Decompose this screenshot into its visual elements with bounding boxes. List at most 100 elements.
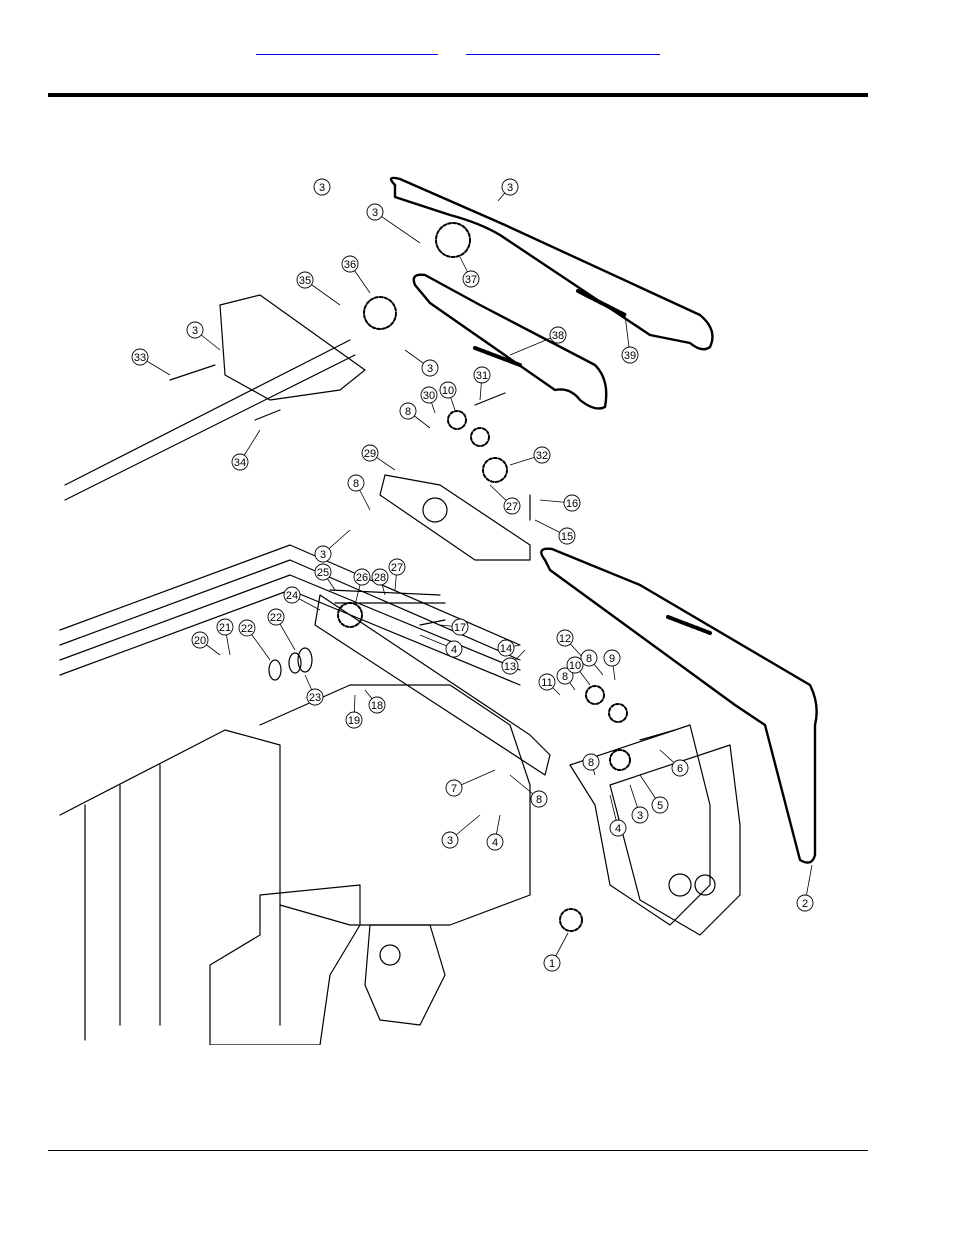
callout-39: 39 xyxy=(622,347,638,363)
upper-shaft xyxy=(65,340,355,500)
idler-sprocket-lower xyxy=(586,686,604,704)
callout-number: 5 xyxy=(657,800,663,812)
main-frame-left xyxy=(60,730,280,1040)
callout-13: 13 xyxy=(502,658,518,674)
hitch-hole-2 xyxy=(669,874,691,896)
callout-3-1: 3 xyxy=(422,360,438,376)
callout-2: 2 xyxy=(797,895,813,911)
callout-number: 33 xyxy=(134,352,146,364)
callout-number: 3 xyxy=(192,325,198,337)
callout-number: 31 xyxy=(476,370,488,382)
drive-chain-2 xyxy=(541,549,816,863)
callout-3-6: 3 xyxy=(632,807,648,823)
footer-rule xyxy=(48,1150,868,1151)
callout-8-1: 8 xyxy=(348,475,364,491)
callout-number: 26 xyxy=(356,572,368,584)
flange-bearing xyxy=(423,498,447,522)
callout-4-1: 4 xyxy=(487,834,503,850)
callout-number: 24 xyxy=(286,590,298,602)
callout-33: 33 xyxy=(132,349,148,365)
callout-14: 14 xyxy=(498,640,514,656)
callout-number: 3 xyxy=(319,182,325,194)
callout-number: 3 xyxy=(427,363,433,375)
sprocket-36 xyxy=(364,297,396,329)
callout-3-2: 3 xyxy=(502,179,518,195)
sprocket-1 xyxy=(560,909,582,931)
callout-number: 3 xyxy=(637,810,643,822)
callout-3-4: 3 xyxy=(367,204,383,220)
sprocket-5 xyxy=(610,750,630,770)
callout-number: 15 xyxy=(561,531,573,543)
callout-number: 4 xyxy=(451,644,457,656)
callout-9: 9 xyxy=(604,650,620,666)
callout-number: 32 xyxy=(536,450,548,462)
callout-number: 3 xyxy=(447,835,453,847)
callout-number: 27 xyxy=(506,501,518,513)
idler-sprocket-upper xyxy=(448,411,466,429)
callout-4: 4 xyxy=(446,641,462,657)
callout-number: 8 xyxy=(353,478,359,490)
callout-4-2: 4 xyxy=(610,820,626,836)
header-link-1[interactable] xyxy=(256,38,438,55)
chain-links-2 xyxy=(668,617,710,633)
callout-number: 23 xyxy=(309,692,321,704)
callout-28: 28 xyxy=(372,569,388,585)
callout-27-1: 27 xyxy=(504,498,520,514)
callout-12: 12 xyxy=(557,630,573,646)
callout-29: 29 xyxy=(362,445,378,461)
header-link-2[interactable] xyxy=(466,38,660,55)
callout-8-3: 8 xyxy=(583,754,599,770)
callout-number: 8 xyxy=(586,653,592,665)
short-shaft xyxy=(330,590,445,603)
callout-number: 6 xyxy=(677,763,683,775)
callout-number: 19 xyxy=(348,715,360,727)
callout-number: 35 xyxy=(299,275,311,287)
callout-number: 28 xyxy=(374,572,386,584)
callout-number: 20 xyxy=(194,635,206,647)
callout-22: 22 xyxy=(239,620,255,636)
callout-number: 10 xyxy=(442,385,454,397)
hitch-hole-1 xyxy=(380,945,400,965)
callout-number: 1 xyxy=(549,958,555,970)
callout-number: 17 xyxy=(454,622,466,634)
callout-7: 7 xyxy=(446,780,462,796)
callout-number: 36 xyxy=(344,259,356,271)
callout-number: 22 xyxy=(241,623,253,635)
callout-15: 15 xyxy=(559,528,575,544)
callout-number: 9 xyxy=(609,653,615,665)
callout-number: 11 xyxy=(541,677,552,689)
callout-number: 2 xyxy=(802,898,808,910)
callout-number: 29 xyxy=(364,448,376,460)
callout-5: 5 xyxy=(652,797,668,813)
callout-number: 30 xyxy=(423,390,435,402)
callout-11: 11 xyxy=(539,674,555,690)
callout-number: 21 xyxy=(219,622,231,634)
callout-35: 35 xyxy=(297,272,313,288)
bolt-33 xyxy=(170,365,215,380)
callout-number: 4 xyxy=(492,837,498,849)
callout-26: 26 xyxy=(354,569,370,585)
callout-22-1: 22 xyxy=(268,609,284,625)
callout-3-5: 3 xyxy=(442,832,458,848)
callout-number: 8 xyxy=(588,757,594,769)
header-rule xyxy=(48,93,868,97)
callout-number: 37 xyxy=(465,274,477,286)
callout-23: 23 xyxy=(307,689,323,705)
callout-number: 12 xyxy=(559,633,571,645)
callout-6: 6 xyxy=(672,760,688,776)
sprocket-32 xyxy=(483,458,507,482)
callout-31: 31 xyxy=(474,367,490,383)
callout-17: 17 xyxy=(452,619,468,635)
callout-number: 7 xyxy=(451,783,457,795)
callout-27: 27 xyxy=(389,559,405,575)
callout-number: 8 xyxy=(536,794,542,806)
flange-plate xyxy=(380,475,530,560)
callout-number: 3 xyxy=(372,207,378,219)
callout-18: 18 xyxy=(369,697,385,713)
callout-1: 1 xyxy=(544,955,560,971)
callout-8-5: 8 xyxy=(581,650,597,666)
idler-sprocket-lower-b xyxy=(609,704,627,722)
bolt-31 xyxy=(475,393,505,405)
bearing-23 xyxy=(298,648,312,672)
callout-3-7: 3 xyxy=(314,179,330,195)
